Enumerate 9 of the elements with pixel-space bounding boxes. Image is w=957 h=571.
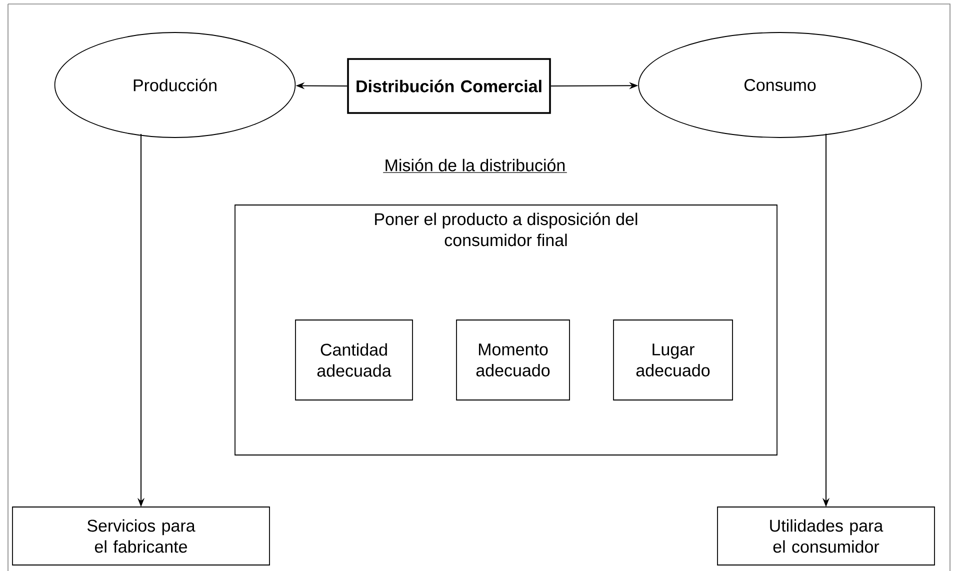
title-box: Distribución Comercial	[347, 58, 551, 114]
process-box: Lugar adecuado	[613, 320, 733, 400]
underlined-heading: Misión de la distribución	[382, 158, 568, 173]
oval: Producción	[54, 32, 296, 138]
process-box: Cantidad adecuada	[295, 320, 413, 400]
result-box: Utilidades para el consumidor	[717, 506, 935, 566]
process-box: Momento adecuado	[456, 320, 570, 400]
result-box: Servicios para el fabricante	[12, 506, 270, 566]
oval: Consumo	[638, 32, 922, 138]
